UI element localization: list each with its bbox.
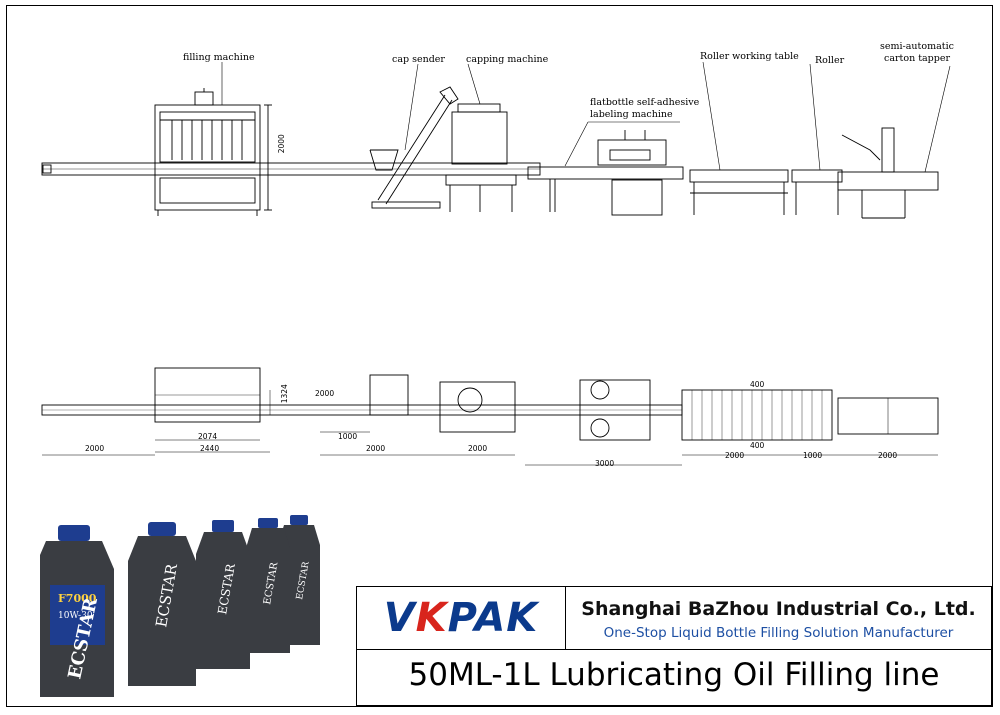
plan-cap-sender <box>369 374 409 416</box>
label-labeling-line2: labeling machine <box>590 109 673 120</box>
bottle-1-visc: 10W-30 <box>58 611 93 621</box>
dim-2000-b: 2000 <box>315 389 335 398</box>
sheet-border <box>6 5 993 707</box>
label-labeling-line1: flatbottle self-adhesive <box>590 97 700 108</box>
dim-1000-b: 1000 <box>803 451 823 460</box>
bottle-2: ECSTAR <box>128 522 196 686</box>
company-slogan: One-Stop Liquid Bottle Filling Solution … <box>603 625 954 641</box>
dim-plan-width: 1324 <box>279 384 289 404</box>
label-roller-table: Roller working table <box>700 51 799 62</box>
dim-2440: 2440 <box>200 444 220 453</box>
logo-wordmark: VKPAK <box>384 595 539 641</box>
elev-labeling-machine <box>597 130 667 216</box>
elev-carton-tapper <box>837 127 939 219</box>
dim-400-top: 400 <box>750 380 765 389</box>
plan-capping-machine <box>439 381 516 433</box>
elev-cap-sender <box>369 86 459 209</box>
plan-roller-table <box>681 389 833 441</box>
dim-elev-height: 2000 <box>276 134 286 154</box>
dim-2000-d: 2000 <box>468 444 488 453</box>
line-title: 50ML-1L Lubricating Oil Filling line <box>408 657 940 693</box>
title-divider <box>357 649 991 650</box>
bottle-3: ECSTAR <box>196 520 250 669</box>
company-name: Shanghai BaZhou Industrial Co., Ltd. <box>581 598 976 620</box>
elev-label-conveyor <box>527 166 684 180</box>
logo-rest: PAK <box>447 595 539 641</box>
dim-2074: 2074 <box>198 432 218 441</box>
logo-v: V <box>383 595 416 641</box>
plan-labeling-machine <box>579 379 651 441</box>
dim-1000-a: 1000 <box>338 432 358 441</box>
elev-capping-machine <box>445 103 517 212</box>
dim-3000: 3000 <box>595 459 615 468</box>
product-photo: ECSTAR ECSTAR ECSTAR ECSTAR F7000 10W-30… <box>40 515 320 697</box>
dim-2000-f: 2000 <box>878 451 898 460</box>
label-capping-machine: capping machine <box>466 54 549 65</box>
company-info: Shanghai BaZhou Industrial Co., Ltd. One… <box>566 587 991 649</box>
elev-filling-machine <box>154 88 272 216</box>
logo-k: K <box>415 595 448 641</box>
label-tapper-line1: semi-automatic <box>880 41 954 52</box>
elev-roller-table <box>689 169 789 215</box>
dim-2000-c: 2000 <box>366 444 386 453</box>
elev-roller <box>791 169 843 215</box>
dim-2000-a: 2000 <box>85 444 105 453</box>
dim-400-bot: 400 <box>750 441 765 450</box>
company-logo: VKPAK <box>357 587 566 649</box>
bottle-1: F7000 10W-30 ECSTAR <box>40 525 114 697</box>
elevation-view <box>41 61 951 219</box>
bottle-4: ECSTAR <box>246 518 290 653</box>
label-cap-sender: cap sender <box>392 54 445 65</box>
label-roller: Roller <box>815 55 845 66</box>
label-tapper-line2: carton tapper <box>884 53 951 64</box>
bottle-1-grade: F7000 <box>58 592 97 605</box>
title-block: VKPAK Shanghai BaZhou Industrial Co., Lt… <box>356 586 992 706</box>
label-filling-machine: filling machine <box>183 52 255 63</box>
dim-2000-e: 2000 <box>725 451 745 460</box>
plan-view <box>41 367 939 466</box>
